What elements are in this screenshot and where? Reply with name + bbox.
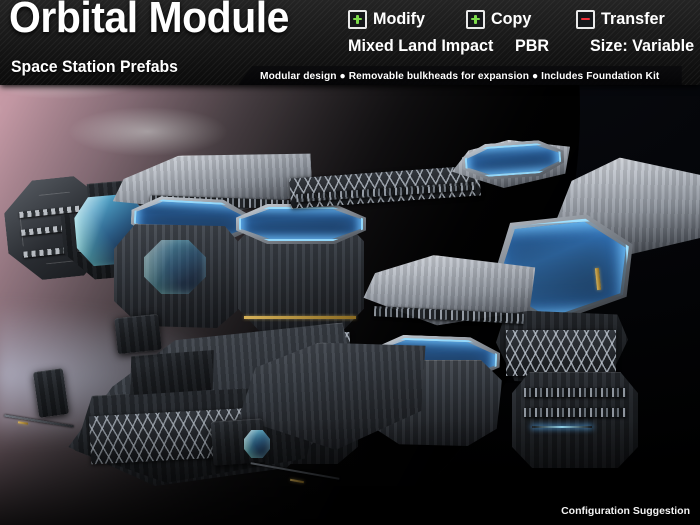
station-greeble-strip bbox=[524, 388, 626, 397]
specs-row: Mixed Land Impact PBR Size: Variable bbox=[348, 36, 700, 56]
plus-box-icon bbox=[348, 9, 367, 29]
station-accent-band bbox=[244, 316, 356, 319]
spec-land-impact: Mixed Land Impact bbox=[348, 36, 494, 55]
station-sensor-pod-left bbox=[32, 368, 70, 418]
page-subtitle: Space Station Prefabs bbox=[11, 57, 178, 76]
configuration-caption: Configuration Suggestion bbox=[561, 505, 690, 517]
station-hangar-truss bbox=[506, 330, 616, 376]
feature-ribbon-text: Modular design ● Removable bulkheads for… bbox=[260, 69, 660, 82]
permission-modify: Modify bbox=[348, 9, 466, 29]
bay-glow-rim bbox=[239, 207, 363, 241]
bay-interior bbox=[241, 209, 361, 239]
station-greeble-strip bbox=[524, 408, 626, 417]
station-viewport-left-lower bbox=[144, 240, 206, 294]
permissions-row: Modify Copy Transfer bbox=[348, 9, 696, 29]
spec-material: PBR bbox=[514, 36, 549, 55]
permission-label: Copy bbox=[491, 9, 532, 28]
spec-size: Size: Variable bbox=[590, 36, 695, 55]
permission-label: Transfer bbox=[601, 9, 665, 28]
minus-box-icon bbox=[576, 9, 595, 29]
plus-box-icon bbox=[466, 9, 485, 29]
scene-bottom-fade bbox=[0, 420, 700, 525]
permission-label: Modify bbox=[373, 9, 426, 28]
permission-copy: Copy bbox=[466, 9, 576, 29]
space-station-render bbox=[0, 120, 700, 525]
permission-transfer: Transfer bbox=[576, 9, 668, 29]
feature-ribbon: Modular design ● Removable bulkheads for… bbox=[238, 66, 682, 85]
page-title: Orbital Module bbox=[9, 0, 289, 42]
station-upper-pod bbox=[114, 313, 162, 355]
station-docking-bay-center bbox=[236, 204, 366, 244]
